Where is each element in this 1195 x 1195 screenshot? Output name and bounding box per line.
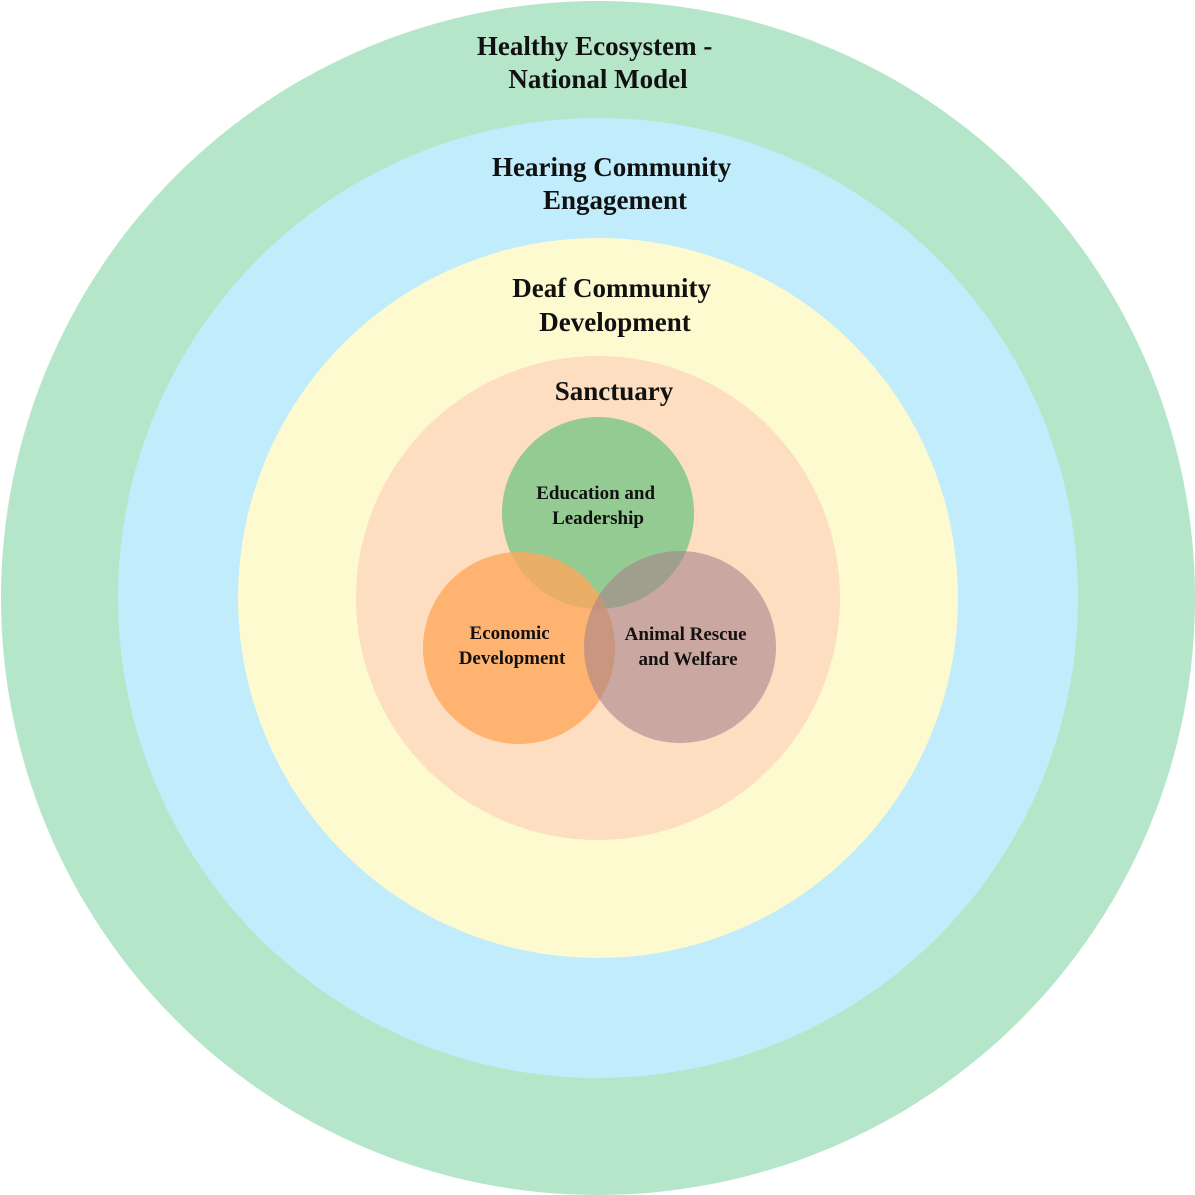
- sanctuary-label: Sanctuary: [555, 376, 674, 406]
- economic-label-line-2: Development: [459, 648, 566, 669]
- deaf-label-line-1: Deaf Community: [512, 273, 711, 303]
- deaf-community-label: Deaf Community Development: [512, 273, 717, 337]
- venn-animal-rescue-welfare: [584, 551, 776, 743]
- economic-label: Economic Development: [459, 623, 566, 669]
- ecosystem-label-line-1: Healthy Ecosystem -: [477, 31, 712, 61]
- hearing-community-label: Hearing Community Engagement: [492, 152, 738, 215]
- animal-label-line-1: Animal Rescue: [625, 624, 747, 645]
- ecosystem-label: Healthy Ecosystem - National Model: [477, 31, 719, 94]
- education-label: Education and Leadership: [536, 483, 660, 529]
- ecosystem-label-line-2: National Model: [508, 64, 688, 94]
- animal-label: Animal Rescue and Welfare: [625, 624, 752, 670]
- economic-label-line-1: Economic: [470, 623, 550, 644]
- education-label-line-2: Leadership: [552, 508, 644, 529]
- hearing-label-line-1: Hearing Community: [492, 152, 732, 182]
- animal-label-line-2: and Welfare: [638, 649, 737, 670]
- venn-economic-development: [423, 552, 615, 744]
- sanctuary-label-line-1: Sanctuary: [555, 376, 674, 406]
- hearing-label-line-2: Engagement: [543, 185, 687, 215]
- deaf-label-line-2: Development: [539, 307, 690, 337]
- education-label-line-1: Education and: [536, 483, 655, 504]
